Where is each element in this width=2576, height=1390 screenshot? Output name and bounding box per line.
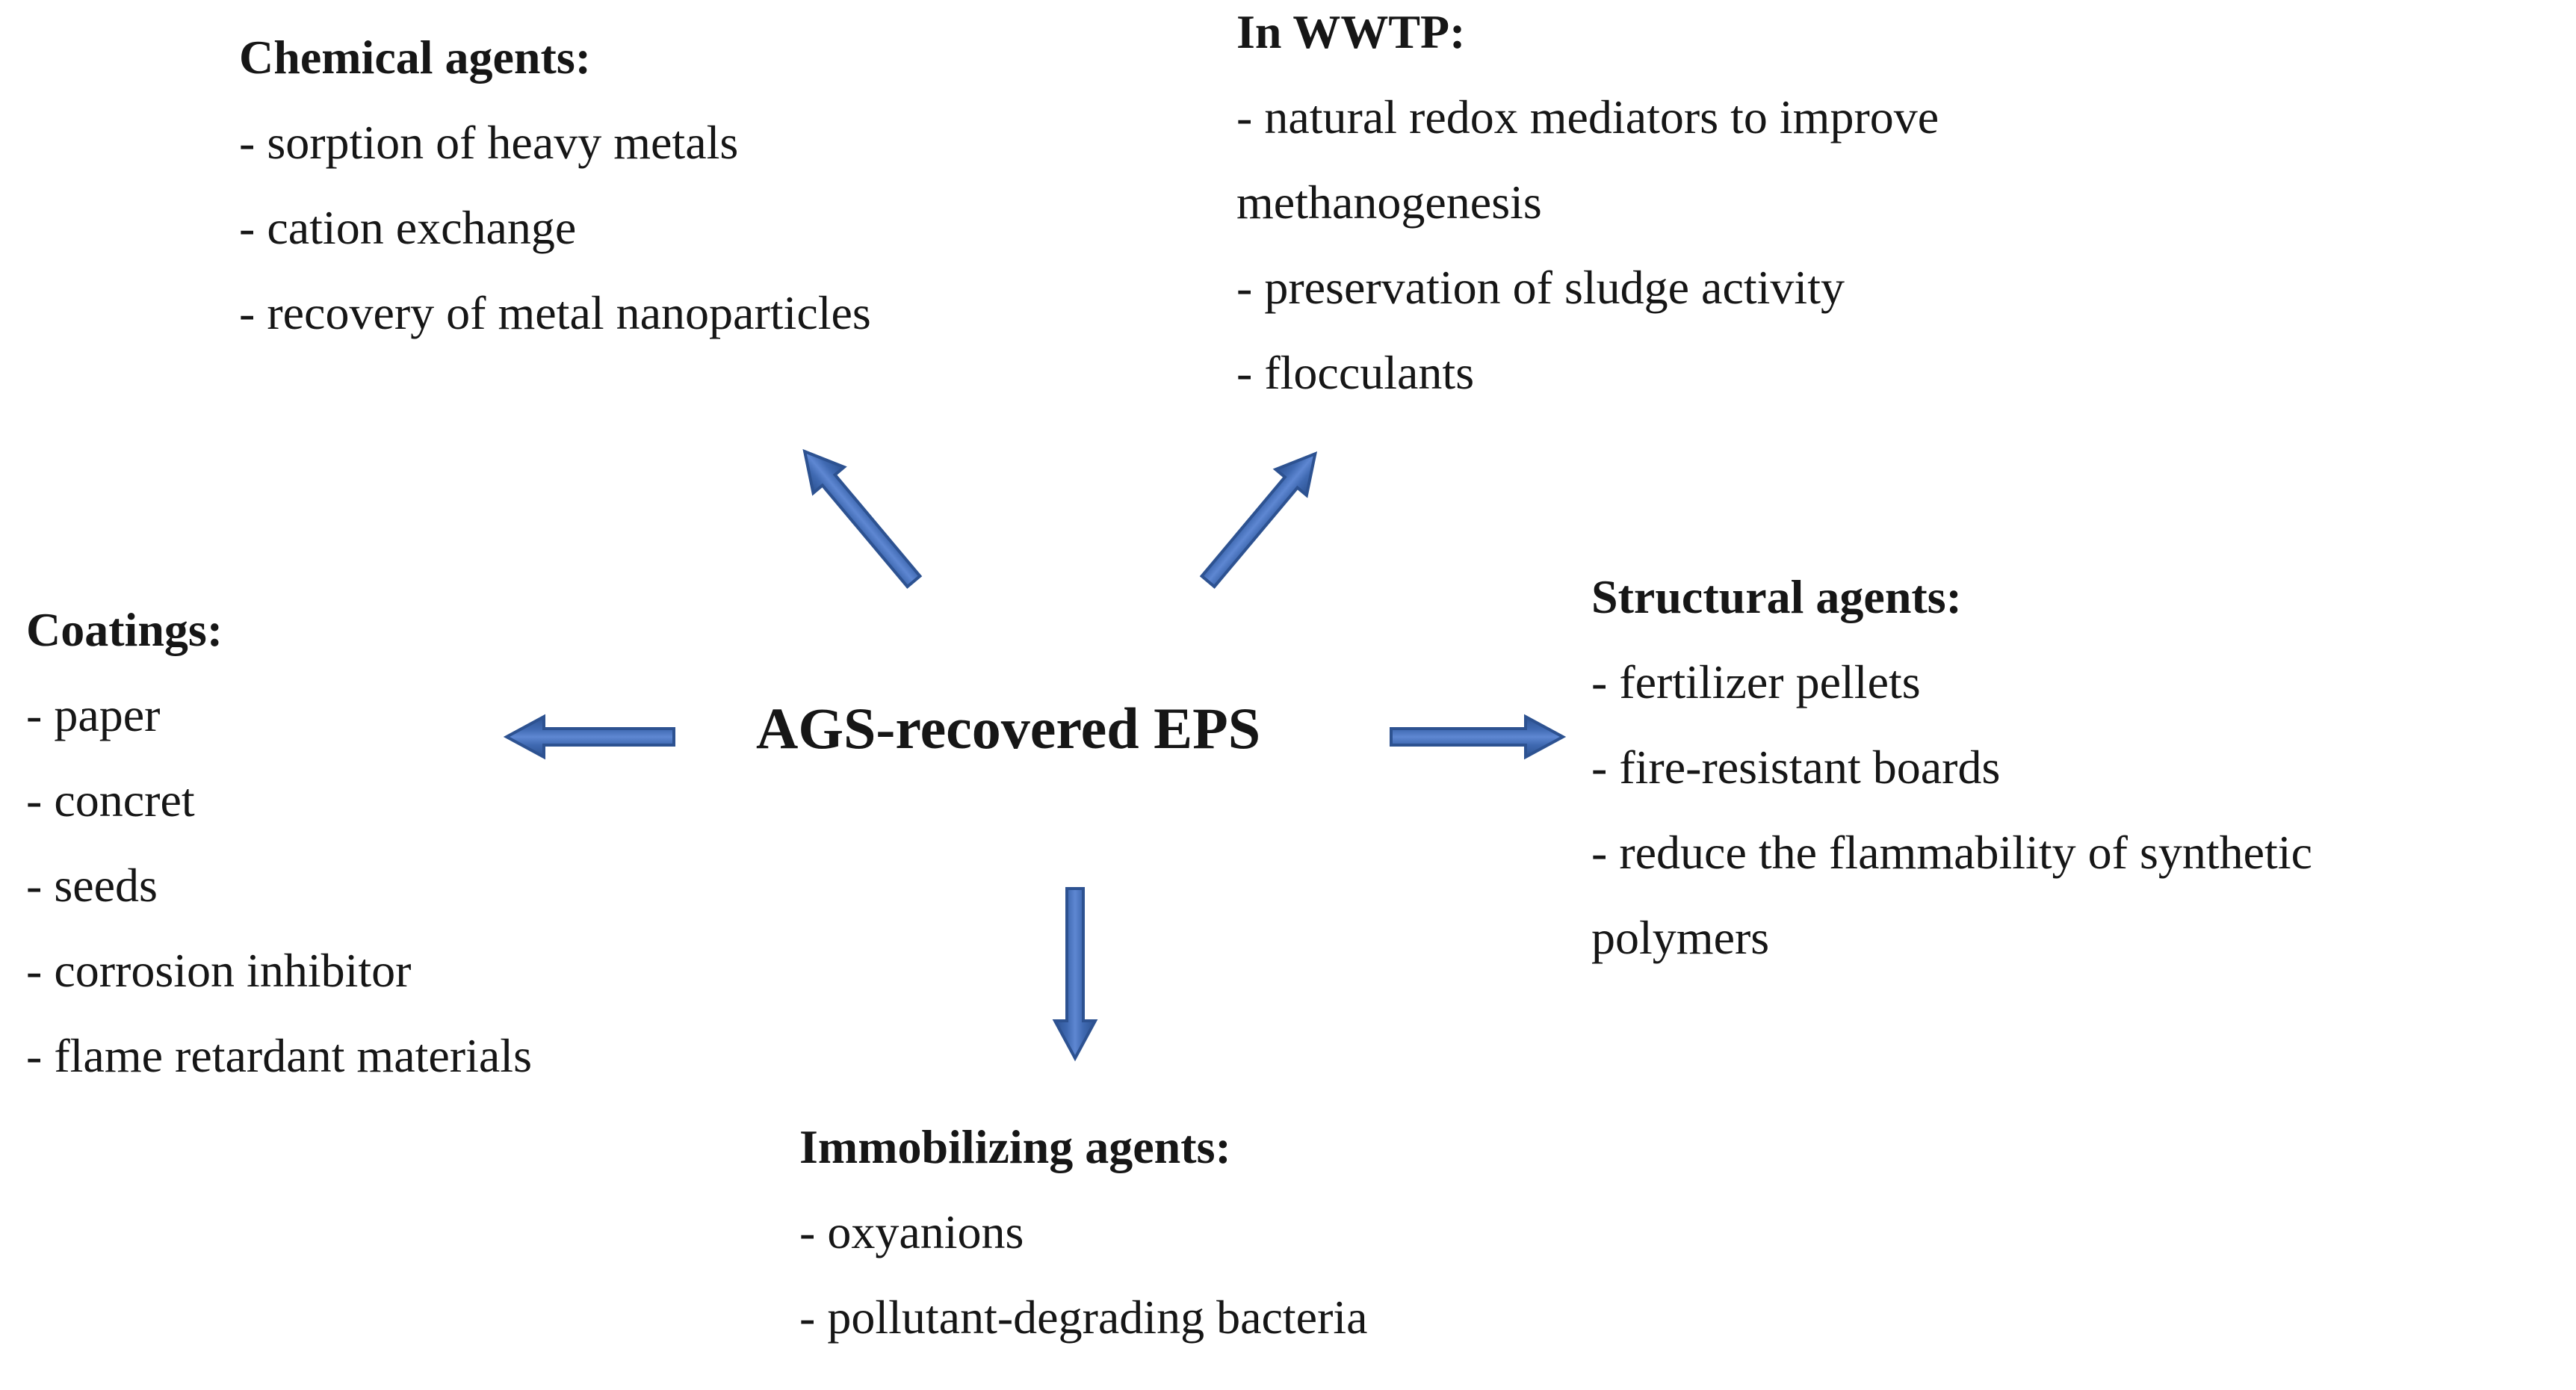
center-node-label: AGS-recovered EPS bbox=[756, 696, 1261, 761]
list-item: - flame retardant materials bbox=[26, 1029, 532, 1082]
coatings-header: Coatings: bbox=[26, 603, 223, 656]
list-item: - oxyanions bbox=[799, 1205, 1024, 1258]
list-item: - corrosion inhibitor bbox=[26, 944, 412, 997]
coatings-block: Coatings: - paper - concret - seeds - co… bbox=[26, 587, 743, 1099]
list-item: - reduce the flammability of synthetic p… bbox=[1591, 826, 2312, 964]
list-item: - paper bbox=[26, 688, 161, 741]
arrow-up-right-icon bbox=[1199, 451, 1318, 589]
in-wwtp-header: In WWTP: bbox=[1236, 5, 1466, 58]
arrow-down-icon bbox=[1052, 887, 1098, 1062]
list-item: - concret bbox=[26, 773, 195, 827]
immobilizing-agents-header: Immobilizing agents: bbox=[799, 1120, 1231, 1173]
arrow-up-left-icon bbox=[802, 448, 923, 589]
arrow-left-icon bbox=[503, 714, 675, 760]
immobilizing-agents-block: Immobilizing agents: - oxyanions - pollu… bbox=[799, 1105, 1845, 1360]
list-item: - pollutant-degrading bacteria bbox=[799, 1291, 1368, 1344]
list-item: - seeds bbox=[26, 859, 158, 912]
in-wwtp-block: In WWTP: - natural redox mediators to im… bbox=[1236, 0, 2238, 416]
list-item: - fire-resistant boards bbox=[1591, 741, 2001, 794]
list-item: - natural redox mediators to improve met… bbox=[1236, 90, 1939, 229]
list-item: - recovery of metal nanoparticles bbox=[239, 286, 871, 339]
chemical-agents-block: Chemical agents: - sorption of heavy met… bbox=[239, 15, 1151, 356]
arrow-right-icon bbox=[1390, 714, 1567, 760]
structural-agents-header: Structural agents: bbox=[1591, 570, 1962, 623]
list-item: - flocculants bbox=[1236, 346, 1475, 399]
list-item: - fertilizer pellets bbox=[1591, 655, 1921, 708]
list-item: - cation exchange bbox=[239, 201, 577, 254]
structural-agents-block: Structural agents: - fertilizer pellets … bbox=[1591, 555, 2576, 980]
chemical-agents-header: Chemical agents: bbox=[239, 31, 592, 84]
list-item: - preservation of sludge activity bbox=[1236, 261, 1845, 314]
list-item: - sorption of heavy metals bbox=[239, 116, 739, 169]
